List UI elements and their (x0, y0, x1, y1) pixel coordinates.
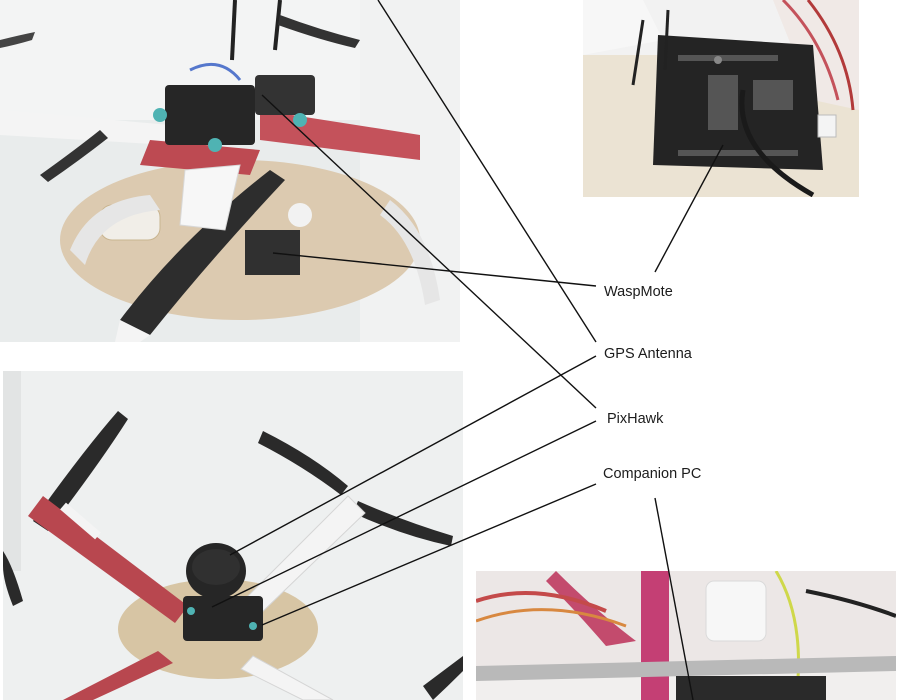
photo-drone-side-view (0, 0, 460, 342)
label-companion-pc: Companion PC (603, 466, 702, 482)
photo-drone-top-view (3, 371, 463, 700)
label-waspmote: WaspMote (604, 284, 673, 300)
photo-waspmote-closeup (583, 0, 859, 197)
photo-companion-pc-closeup (476, 571, 896, 700)
label-gps-antenna: GPS Antenna (604, 346, 692, 362)
label-pixhawk: PixHawk (607, 411, 664, 427)
